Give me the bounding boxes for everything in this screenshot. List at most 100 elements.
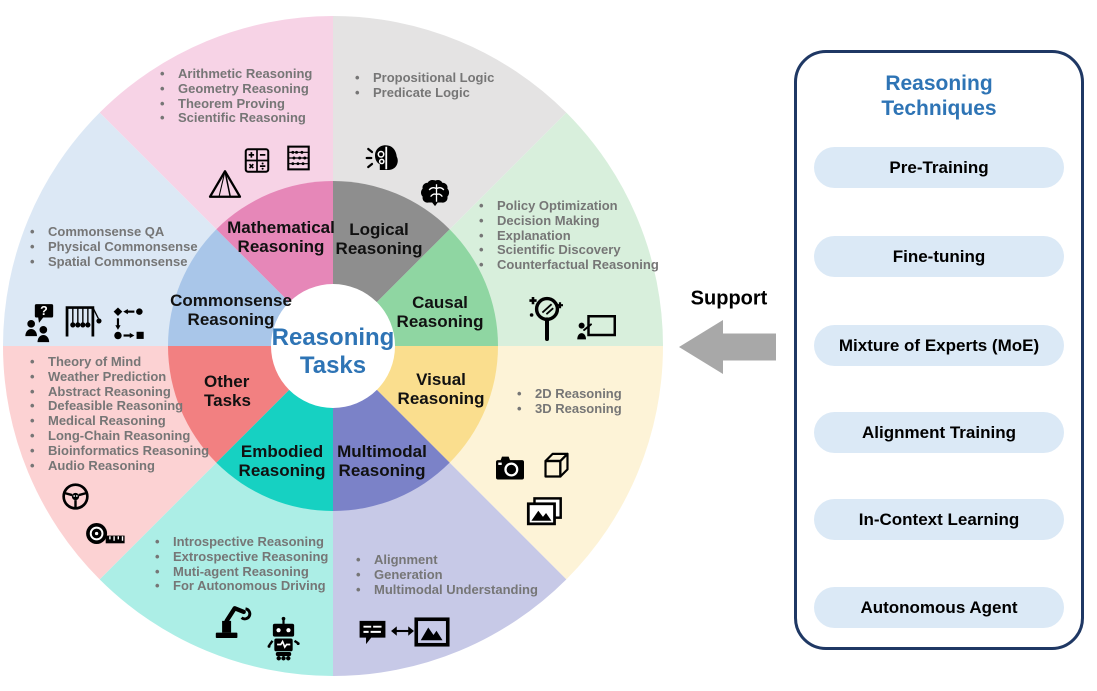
- segment-label-line: Reasoning: [237, 237, 325, 256]
- segment-label-line: Commonsense: [170, 291, 292, 310]
- spatial-relation-icon: [113, 307, 144, 340]
- segment-label-line: Multimodal: [337, 442, 427, 461]
- segment-label-line: Reasoning: [335, 239, 423, 258]
- technique-pill-fine-tuning: Fine-tuning: [814, 236, 1064, 277]
- segment-label-line: Logical: [349, 220, 409, 239]
- list-item: Spatial Commonsense: [28, 254, 198, 270]
- segment-label-line: Mathematical: [227, 218, 335, 237]
- list-item: Scientific Discovery: [477, 243, 659, 258]
- wheel-center-title-line2: Tasks: [299, 352, 367, 379]
- wheel-center-title-line1: Reasoning: [271, 324, 395, 351]
- segment-label-line: Reasoning: [338, 461, 426, 480]
- double-arrow-icon: [391, 626, 414, 636]
- list-item: Arithmetic Reasoning: [158, 66, 312, 82]
- segment-label-line: Reasoning: [397, 389, 485, 408]
- calculator-icon: [244, 148, 270, 173]
- list-item: Abstract Reasoning: [28, 384, 209, 400]
- steering-wheel-icon: [62, 483, 89, 510]
- segment-label-line: Reasoning: [187, 310, 275, 329]
- list-item: Introspective Reasoning: [153, 534, 328, 550]
- wheel-center-title: Reasoning Tasks: [272, 324, 395, 380]
- abacus-icon: [287, 145, 310, 171]
- list-item: Theorem Proving: [158, 96, 312, 112]
- magnifier-sparkle-icon: [529, 296, 563, 341]
- panel-title-line2: Techniques: [881, 97, 997, 120]
- people-question-icon: ?: [25, 304, 54, 343]
- newtons-cradle-icon: [65, 306, 102, 337]
- camera-icon: [496, 456, 524, 480]
- segment-label-line: Tasks: [204, 391, 251, 410]
- support-arrow: [679, 320, 776, 374]
- panel-title: Reasoning Techniques: [881, 71, 996, 121]
- list-item: Physical Commonsense: [28, 239, 198, 255]
- segment-label-multimodal: Multimodal Reasoning: [337, 442, 427, 480]
- segment-label-line: Reasoning: [396, 312, 484, 331]
- segment-label-line: Causal: [412, 293, 468, 312]
- commonsense-items-list: Commonsense QA Physical Commonsense Spat…: [28, 224, 198, 270]
- robot-arm-icon: [215, 606, 252, 638]
- segment-label-causal: Causal Reasoning: [397, 293, 484, 331]
- list-item: Long-Chain Reasoning: [28, 428, 209, 444]
- panel-title-line1: Reasoning: [885, 72, 993, 95]
- presenter-board-icon: [577, 315, 616, 340]
- list-item: Decision Making: [477, 213, 659, 229]
- segment-label-other: Other Tasks: [204, 372, 251, 410]
- list-item: Bioinformatics Reasoning: [28, 443, 209, 459]
- multimodal-items-list: Alignment Generation Multimodal Understa…: [354, 552, 538, 598]
- technique-pill-autonomous-agent: Autonomous Agent: [814, 587, 1064, 628]
- list-item: For Autonomous Driving: [153, 579, 328, 594]
- list-item: Alignment: [354, 552, 538, 568]
- robot-icon: [267, 616, 300, 661]
- mathematical-items-list: Arithmetic Reasoning Geometry Reasoning …: [158, 66, 312, 126]
- segment-label-line: Reasoning: [238, 461, 326, 480]
- list-item: Defeasible Reasoning: [28, 399, 209, 414]
- segment-label-line: Other: [204, 372, 250, 391]
- list-item: Theory of Mind: [28, 354, 209, 370]
- list-item: Weather Prediction: [28, 369, 209, 385]
- technique-pill-pre-training: Pre-Training: [814, 147, 1064, 188]
- support-label: Support: [690, 287, 768, 310]
- segment-label-logical: Logical Reasoning: [336, 220, 423, 258]
- segment-label-mathematical: Mathematical Reasoning: [227, 218, 335, 256]
- idea-head-icon: [365, 145, 398, 170]
- list-item: Multimodal Understanding: [354, 582, 538, 598]
- embodied-items-list: Introspective Reasoning Extrospective Re…: [153, 534, 328, 594]
- list-item: Scientific Reasoning: [158, 111, 312, 126]
- segment-label-line: Embodied: [240, 442, 324, 461]
- list-item: Explanation: [477, 228, 659, 244]
- list-item: Propositional Logic: [353, 70, 494, 86]
- segment-label-line: Visual: [416, 370, 466, 389]
- chat-bubble-icon: [359, 620, 386, 645]
- causal-items-list: Policy Optimization Decision Making Expl…: [477, 198, 659, 273]
- list-item: 2D Reasoning: [515, 386, 622, 402]
- brain-icon: [421, 180, 450, 207]
- list-item: Geometry Reasoning: [158, 81, 312, 97]
- visual-items-list: 2D Reasoning 3D Reasoning: [515, 386, 622, 417]
- image-icon: [414, 617, 450, 647]
- pyramid-icon: [208, 170, 242, 198]
- photos-icon: [526, 497, 562, 526]
- wheel-hub: [271, 284, 395, 408]
- technique-pill-in-context-learning: In-Context Learning: [814, 499, 1064, 540]
- list-item: Commonsense QA: [28, 224, 198, 240]
- other-items-list: Theory of Mind Weather Prediction Abstra…: [28, 354, 209, 473]
- list-item: Medical Reasoning: [28, 413, 209, 429]
- cube-icon: [544, 452, 569, 478]
- tape-measure-icon: [86, 523, 125, 544]
- segment-label-embodied: Embodied Reasoning: [239, 442, 326, 480]
- svg-text:?: ?: [40, 304, 48, 318]
- technique-pill-alignment-training: Alignment Training: [814, 412, 1064, 453]
- list-item: Muti-agent Reasoning: [153, 564, 328, 580]
- list-item: Predicate Logic: [353, 85, 494, 101]
- logical-items-list: Propositional Logic Predicate Logic: [353, 70, 494, 101]
- list-item: Generation: [354, 567, 538, 583]
- segment-label-visual: Visual Reasoning: [398, 370, 485, 408]
- list-item: Counterfactual Reasoning: [477, 257, 659, 273]
- reasoning-techniques-panel: Reasoning Techniques Pre-Training Fine-t…: [794, 50, 1084, 650]
- list-item: Policy Optimization: [477, 198, 659, 214]
- segment-label-commonsense: Commonsense Reasoning: [170, 291, 292, 329]
- technique-pill-mixture-of-experts: Mixture of Experts (MoE): [814, 325, 1064, 366]
- list-item: Extrospective Reasoning: [153, 549, 328, 565]
- list-item: 3D Reasoning: [515, 401, 622, 417]
